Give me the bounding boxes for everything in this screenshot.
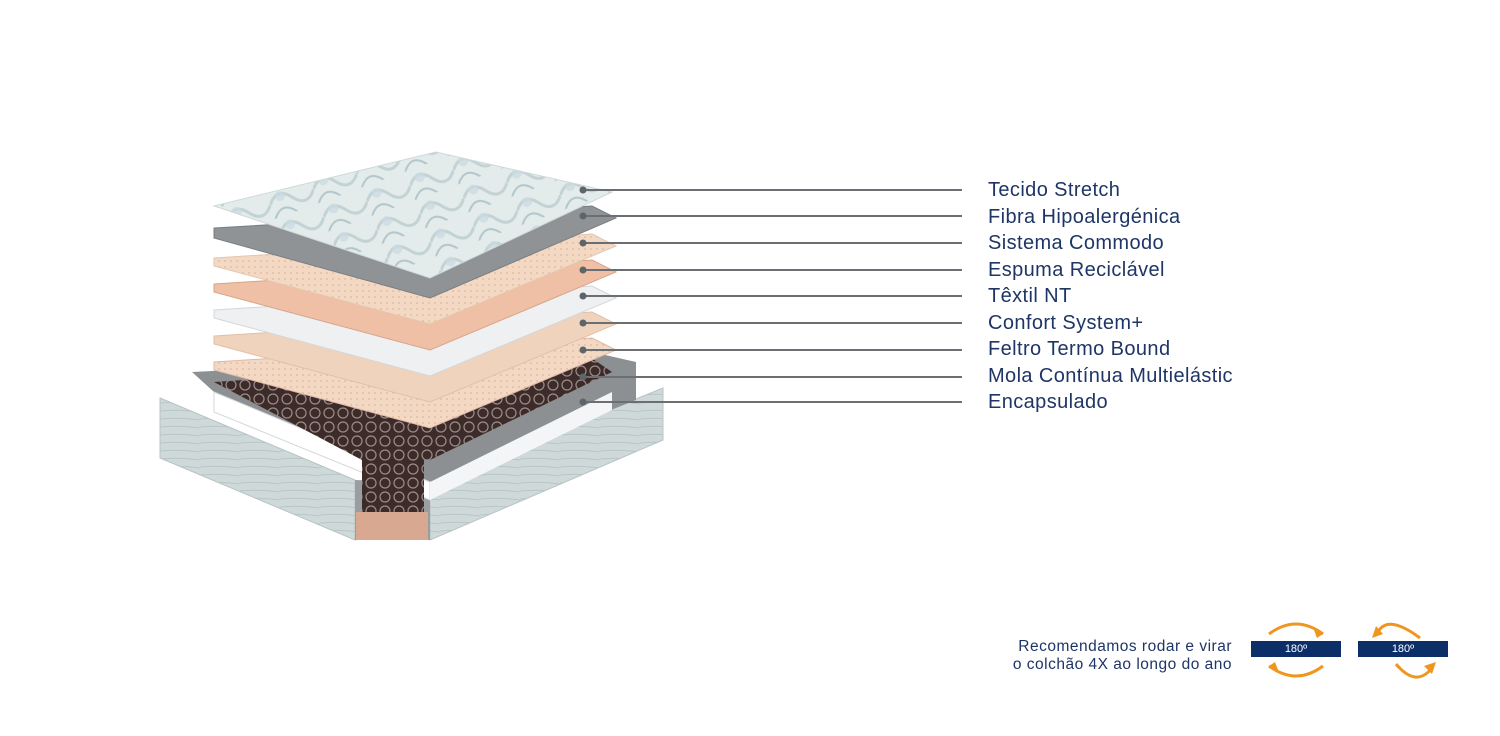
- label-encapsulado: Encapsulado: [988, 391, 1109, 413]
- leader-lines: [579, 186, 962, 406]
- rotate-badge: 180º: [1251, 616, 1341, 692]
- label-confort-system: Confort System+: [988, 312, 1144, 334]
- leader-dot-textil: [579, 292, 587, 300]
- flip-badge-bar: [1358, 641, 1448, 657]
- rotation-note-line2: o colchão 4X ao longo do ano: [1012, 656, 1232, 673]
- rotate-badge-label: 180º: [1284, 643, 1308, 655]
- rotate-badge-bar: [1251, 641, 1341, 657]
- leader-dot-commodo: [579, 239, 587, 247]
- label-espuma-reciclavel: Espuma Reciclável: [988, 259, 1165, 281]
- rotation-note-line1: Recomendamos rodar e virar: [1018, 638, 1232, 655]
- leader-dot-espuma: [579, 266, 587, 274]
- flip-badge-label: 180º: [1391, 643, 1415, 655]
- label-feltro-termo-bound: Feltro Termo Bound: [988, 338, 1171, 360]
- label-fibra-hipoalergenica: Fibra Hipoalergénica: [988, 206, 1181, 228]
- leader-dot-mola: [579, 373, 587, 381]
- label-textil-nt: Têxtil NT: [988, 285, 1072, 307]
- leader-dot-encapsulado: [579, 398, 587, 406]
- spring-section: [362, 455, 424, 515]
- leader-dot-fibra: [579, 212, 587, 220]
- leader-dot-tecido: [579, 186, 587, 194]
- flip-badge: 180º: [1358, 616, 1448, 692]
- label-sistema-commodo: Sistema Commodo: [988, 232, 1165, 254]
- leader-dot-feltro: [579, 346, 587, 354]
- rotate-horizontal-icon: [1268, 622, 1324, 678]
- flip-vertical-icon: [1372, 622, 1436, 679]
- label-tecido-stretch: Tecido Stretch: [988, 179, 1121, 201]
- label-mola-continua: Mola Contínua Multielástic: [988, 365, 1233, 387]
- leader-dot-confort: [579, 319, 587, 327]
- cross-section-foam: [356, 512, 428, 540]
- layer-tecido: [212, 151, 614, 279]
